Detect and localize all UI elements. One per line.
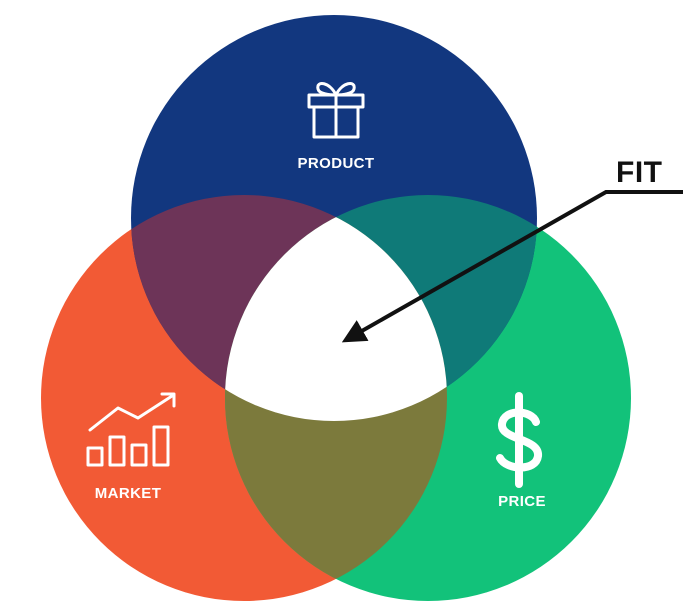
product-label: PRODUCT (298, 155, 375, 172)
price-label: PRICE (498, 493, 546, 510)
fit-leader-line (341, 190, 683, 343)
market-label: MARKET (95, 485, 162, 502)
fit-label: FIT (616, 156, 663, 189)
growth-chart-icon (86, 392, 176, 467)
dollar-sign-icon (496, 392, 542, 488)
gift-icon (307, 82, 365, 139)
